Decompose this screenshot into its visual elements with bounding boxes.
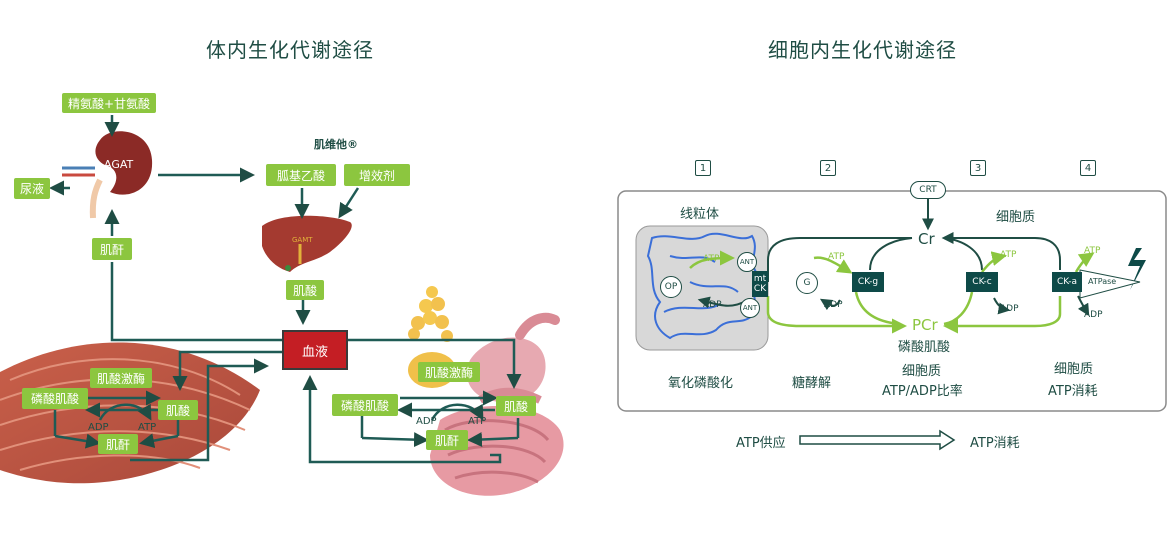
atpase-label: ATPase [1088,277,1117,286]
col1-label: 氧化磷酸化 [668,376,734,391]
enhancer-box: 增效剂 [344,164,410,186]
glyco-atp-label: ATP [828,252,845,262]
mito-label: 线粒体 [680,207,720,222]
muscle-pcr-box: 磷酸肌酸 [22,388,88,409]
consume-atp-label: ATP [1084,246,1101,256]
gut-pcr-box: 磷酸肌酸 [332,394,398,416]
ckc-box: CK-c [966,272,998,292]
col3b-label: ATP/ADP比率 [882,384,963,399]
muscle-creatinine-box: 肌酐 [98,434,138,454]
mito-atp-label: ATP [703,254,720,264]
gut-ck-box: 肌酸激酶 [418,362,480,382]
urine-box: 尿液 [14,178,50,199]
arginine-glycine-box: 精氨酸+甘氨酸 [62,93,156,113]
col2-label: 糖酵解 [792,376,832,391]
digestive-organ-illustration [408,286,564,496]
col3a-label: 细胞质 [902,364,942,379]
ant-node-top: ANT [737,252,757,272]
left-title: 体内生化代谢途径 [206,38,374,62]
ckg-box: CK-g [852,272,884,292]
pcr-cn-label: 磷酸肌酸 [898,340,951,355]
muscle-atp-label: ATP [138,422,157,433]
gut-atp-label: ATP [468,416,487,427]
gut-adp-label: ADP [416,416,437,427]
gaa-box: 胍基乙酸 [266,164,336,186]
cyto-atp-label: ATP [1000,250,1017,260]
gut-creatinine-box: 肌酐 [426,430,468,450]
brand-label: 肌维他® [314,138,358,151]
crt-transporter: CRT [910,181,946,199]
step-number-1: 1 [695,160,711,176]
kidney-creatinine-box: 肌酐 [92,238,132,260]
right-green-arrows [689,250,1095,334]
ant-node-bottom: ANT [740,298,760,318]
muscle-tissue-illustration [0,342,260,484]
liver-illustration [262,215,352,272]
muscle-cr-box: 肌酸 [158,400,198,420]
gamt-label: GAMT [292,236,313,244]
glucose-node: G [796,272,818,294]
mitochondrion [635,225,769,351]
step-number-4: 4 [1080,160,1096,176]
cka-box: CK-a [1052,272,1082,292]
right-title: 细胞内生化代谢途径 [768,38,957,62]
kidney-illustration [62,131,153,219]
pcr-label: PCr [912,316,938,334]
atp-supply-label: ATP供应 [736,436,786,451]
step-number-2: 2 [820,160,836,176]
liver-creatine-box: 肌酸 [286,280,324,300]
mtck-box: mt CK [752,271,768,297]
col4b-label: ATP消耗 [1048,384,1098,399]
consume-adp-label: ADP [1084,310,1103,320]
muscle-ck-box: 肌酸激酶 [90,368,152,388]
atp-consume-label: ATP消耗 [970,436,1020,451]
col4a-label: 细胞质 [1054,362,1094,377]
op-node: OP [660,276,682,298]
cr-label: Cr [918,230,935,248]
cytoplasm-top-label: 细胞质 [996,210,1036,225]
gut-cr-box: 肌酸 [496,396,536,416]
glyco-adp-label: ADP [824,300,843,310]
energy-bolt-icon [1128,248,1146,290]
supply-consume-arrow [799,429,956,451]
step-number-3: 3 [970,160,986,176]
cell-outline [617,190,1167,412]
muscle-adp-label: ADP [88,422,109,433]
cyto-adp-label: ADP [1000,304,1019,314]
mito-adp-label: ADP [703,300,722,310]
left-flow-arrows [49,115,522,464]
agat-label: AGAT [104,158,134,171]
blood-box: 血液 [282,330,348,370]
